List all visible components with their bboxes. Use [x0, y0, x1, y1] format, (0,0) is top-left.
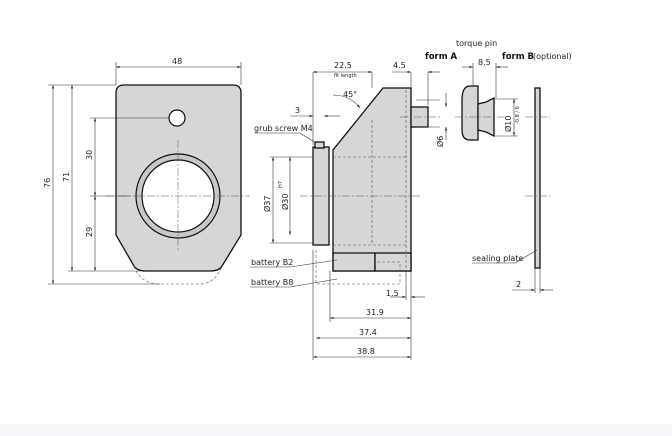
dim-31-9: 31.9: [366, 308, 384, 317]
grub-screw: [314, 141, 325, 149]
sealing-plate-label: sealing plate: [472, 254, 523, 263]
bottom-strip: [0, 424, 672, 436]
dim-angle: 45°: [343, 90, 357, 99]
dim-height-total: 76: [43, 178, 52, 188]
dim-width: 48: [172, 57, 182, 66]
side-view: 22.5 fit length 4.5 45° 3 grub screw M4 …: [250, 61, 440, 360]
dim-form-b-tol: -0.8 / 0: [515, 106, 521, 124]
sealing-plate-section: sealing plate 2: [472, 87, 553, 293]
dim-height-body: 71: [62, 172, 71, 182]
housing-side: [332, 87, 412, 272]
dim-dia-inner: Ø30: [280, 194, 290, 210]
dim-form-b-dia: Ø10: [503, 116, 513, 132]
front-view: 48 76 71 30 29: [43, 57, 250, 285]
dim-upper: 30: [85, 150, 94, 160]
grub-hole: [168, 109, 186, 127]
dim-1-5: 1.5: [386, 289, 399, 298]
dim-pin-dia: Ø6: [435, 136, 445, 147]
dim-form-b-width: 8.5: [478, 58, 491, 67]
torque-pin-title: torque pin: [456, 39, 497, 48]
battery-b2-label: battery B2: [251, 258, 293, 267]
sealing-plate: [534, 87, 541, 269]
form-a-label: form A: [425, 52, 458, 62]
dim-dia-outer: Ø37: [262, 196, 272, 212]
dim-pin-offset: 4.5: [393, 61, 406, 70]
fit-length-label: fit length: [334, 73, 357, 79]
battery-b8-label: battery B8: [251, 278, 293, 287]
dim-plate-thickness: 2: [516, 280, 521, 289]
torque-pin-section: torque pin form A form B (optional) Ø6 8…: [416, 39, 572, 147]
grub-screw-label: grub screw M4: [254, 124, 313, 133]
form-b-label: form B: [502, 52, 534, 62]
dim-38-8: 38.8: [357, 347, 375, 356]
dim-grub-offset: 3: [295, 106, 300, 115]
form-b-optional: (optional): [533, 52, 572, 61]
dim-37-4: 37.4: [359, 328, 377, 337]
dim-fit-length: 22.5: [334, 61, 352, 70]
dim-lower: 29: [85, 227, 94, 237]
dim-dia-inner-tol: H7: [278, 181, 284, 188]
torque-pin-form-b: [461, 85, 479, 141]
